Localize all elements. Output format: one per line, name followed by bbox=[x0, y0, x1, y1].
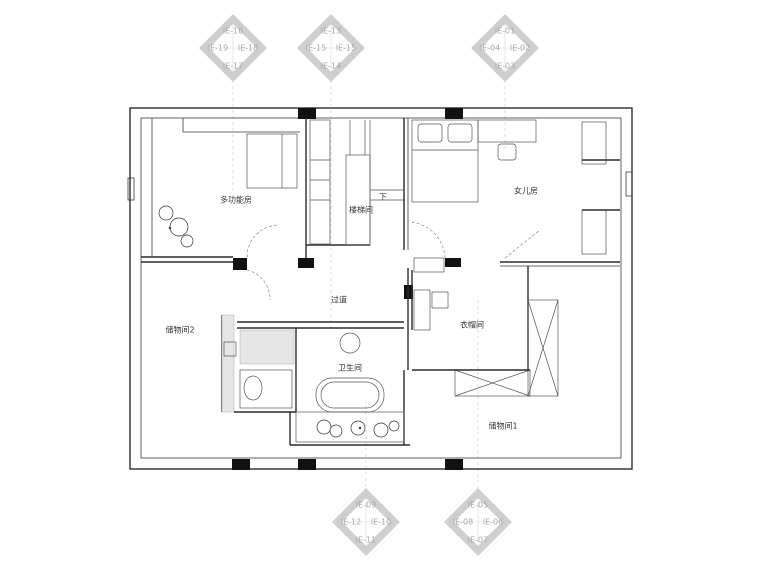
room-bathroom: 卫生间 bbox=[338, 363, 362, 373]
room-storage-1: 储物间1 bbox=[488, 421, 517, 431]
marker-label-bottom: IE-17 bbox=[223, 62, 243, 71]
marker-reference-lines bbox=[232, 80, 506, 490]
marker-label-left: IE-15 bbox=[306, 44, 326, 53]
marker-label-right: IE-06 bbox=[483, 518, 503, 527]
closet bbox=[407, 257, 559, 397]
outer-boundary bbox=[129, 107, 633, 470]
marker-label-top: IE-16 bbox=[223, 27, 243, 36]
marker-label-top: IE-05 bbox=[468, 501, 488, 510]
marker-label-bottom: IE-07 bbox=[468, 536, 488, 545]
marker-label-top: IE-13 bbox=[321, 27, 341, 36]
marker-label-left: IE-19 bbox=[208, 44, 228, 53]
room-closet: 衣帽间 bbox=[460, 320, 484, 330]
marker-label-top: IE-09 bbox=[356, 501, 376, 510]
marker-label-left: IE-08 bbox=[453, 518, 473, 527]
marker-label-bottom: IE-11 bbox=[356, 536, 376, 545]
bathroom-walls bbox=[221, 269, 410, 446]
room-multi-function: 多功能房 bbox=[220, 195, 252, 205]
room-corridor: 过道 bbox=[331, 295, 347, 305]
inner-boundary bbox=[140, 117, 622, 459]
marker-label-bottom: IE-03 bbox=[495, 62, 515, 71]
marker-label-right: IE-10 bbox=[371, 518, 391, 527]
marker-label-right: IE-15 bbox=[336, 44, 356, 53]
marker-label-top: IE-01 bbox=[495, 27, 515, 36]
marker-label-left: IE-12 bbox=[341, 518, 361, 527]
room-storage-2: 储物间2 bbox=[165, 325, 194, 335]
marker-label-right: IE-02 bbox=[510, 44, 530, 53]
stair-down-label: 下 bbox=[379, 193, 387, 202]
marker-label-bottom: IE-14 bbox=[321, 62, 341, 71]
stairwell bbox=[306, 118, 409, 250]
marker-label-right: IE-18 bbox=[238, 44, 258, 53]
room-daughter: 女儿房 bbox=[514, 186, 538, 196]
room-labels: 多功能房 楼梯间 下 女儿房 过道 储物间2 衣帽间 卫生间 储物间1 bbox=[165, 186, 538, 431]
marker-label-left: IE-04 bbox=[480, 44, 500, 53]
multi-function-room-walls bbox=[141, 118, 307, 263]
room-stairwell: 楼梯间 bbox=[349, 205, 373, 215]
plants bbox=[158, 205, 400, 438]
structural-columns bbox=[232, 108, 463, 470]
side-windows bbox=[127, 171, 633, 201]
daughter-room bbox=[409, 119, 620, 267]
